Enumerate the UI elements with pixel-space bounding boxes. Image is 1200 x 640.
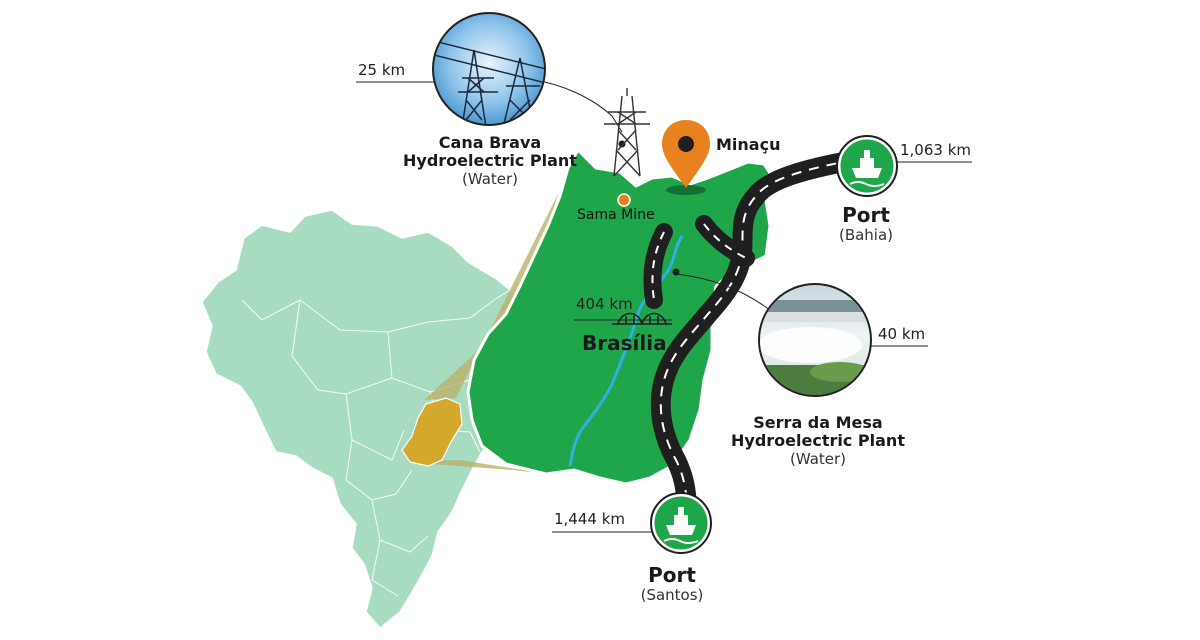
serra-da-mesa-note: (Water)	[789, 449, 847, 468]
goias-highlight	[401, 397, 463, 467]
ship-icon	[836, 135, 898, 197]
bridge-icon	[612, 312, 672, 325]
serra-da-mesa-title-2: Hydroelectric Plant	[731, 431, 905, 451]
port-santos-note: (Santos)	[640, 586, 704, 604]
ship-icon	[650, 492, 712, 554]
distance-port-bahia: 1,063 km	[900, 141, 972, 159]
serra-da-mesa-photo	[758, 283, 872, 397]
port-bahia-label: Port (Bahia)	[816, 204, 916, 244]
cana-brava-title-2: Hydroelectric Plant	[403, 151, 577, 171]
port-santos-label: Port (Santos)	[622, 564, 722, 604]
serra-da-mesa-title-1: Serra da Mesa	[753, 413, 883, 432]
brazil-outline	[201, 209, 532, 630]
distance-serra-da-mesa: 40 km	[878, 325, 926, 343]
map-pin-icon	[662, 120, 710, 195]
distance-cana-brava: 25 km	[358, 61, 406, 79]
river	[568, 235, 684, 467]
zoom-projection-lower	[404, 460, 548, 474]
port-santos-title: Port	[648, 563, 696, 587]
leader-lines	[356, 79, 972, 533]
cana-brava-photo	[432, 12, 546, 126]
sama-mine-label: Sama Mine	[577, 207, 655, 223]
cana-brava-note: (Water)	[461, 169, 519, 188]
sama-mine-marker	[617, 193, 631, 207]
serra-da-mesa-label: Serra da Mesa Hydroelectric Plant (Water…	[718, 413, 918, 468]
distance-port-santos: 1,444 km	[554, 510, 626, 528]
port-bahia-title: Port	[842, 203, 890, 227]
transmission-tower-icon	[604, 88, 650, 177]
port-bahia-note: (Bahia)	[838, 226, 894, 244]
cana-brava-label: Cana Brava Hydroelectric Plant (Water)	[380, 133, 600, 188]
brasilia-label: Brasília	[582, 331, 667, 355]
distance-brasilia: 404 km	[576, 295, 633, 313]
minacu-label: Minaçu	[716, 135, 781, 154]
goias-state	[466, 147, 774, 486]
cana-brava-title-1: Cana Brava	[438, 133, 542, 152]
road-minacu-east	[695, 215, 755, 267]
road-bahia	[650, 150, 864, 530]
road-minacu-south	[643, 223, 673, 309]
